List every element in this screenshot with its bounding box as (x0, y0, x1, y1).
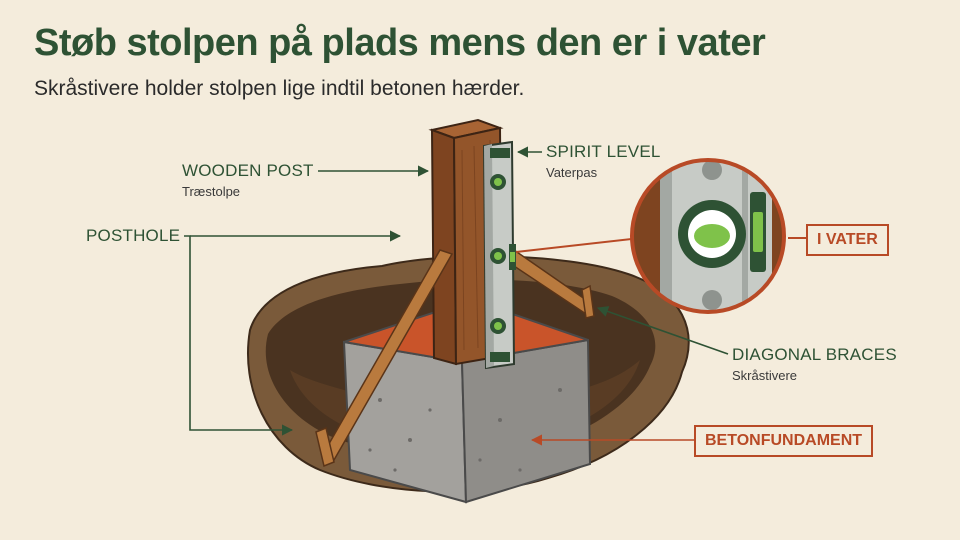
diagonal-braces-sublabel: Skråstivere (732, 368, 798, 383)
diagonal-braces-label: DIAGONAL BRACES (732, 345, 897, 364)
spirit-level-sublabel: Vaterpas (546, 165, 598, 180)
betonfundament-callout: BETONFUNDAMENT (694, 425, 874, 457)
label-spirit-level: SPIRIT LEVEL Vaterpas (546, 142, 661, 180)
wooden-post-sublabel: Træstolpe (182, 184, 241, 199)
posthole-leader-1 (184, 235, 294, 436)
magnifier-inset (630, 158, 786, 314)
page-subtitle: Skråstivere holder stolpen lige indtil b… (34, 77, 525, 100)
wooden-post-label: WOODEN POST (182, 161, 314, 180)
spirit-level-label: SPIRIT LEVEL (546, 142, 661, 161)
braces-leader (596, 306, 729, 355)
label-posthole: POSTHOLE (86, 226, 180, 246)
label-diagonal-braces: DIAGONAL BRACES Skråstivere (732, 345, 897, 383)
magnifier-leader (515, 237, 641, 253)
spirit-level (482, 140, 516, 370)
page-title: Støb stolpen på plads mens den er i vate… (34, 22, 766, 64)
left-diagonal-brace (315, 249, 454, 468)
label-wooden-post: WOODEN POST Træstolpe (182, 161, 314, 199)
posthole-label: POSTHOLE (86, 226, 181, 245)
i-vater-callout: I VATER (806, 224, 889, 256)
